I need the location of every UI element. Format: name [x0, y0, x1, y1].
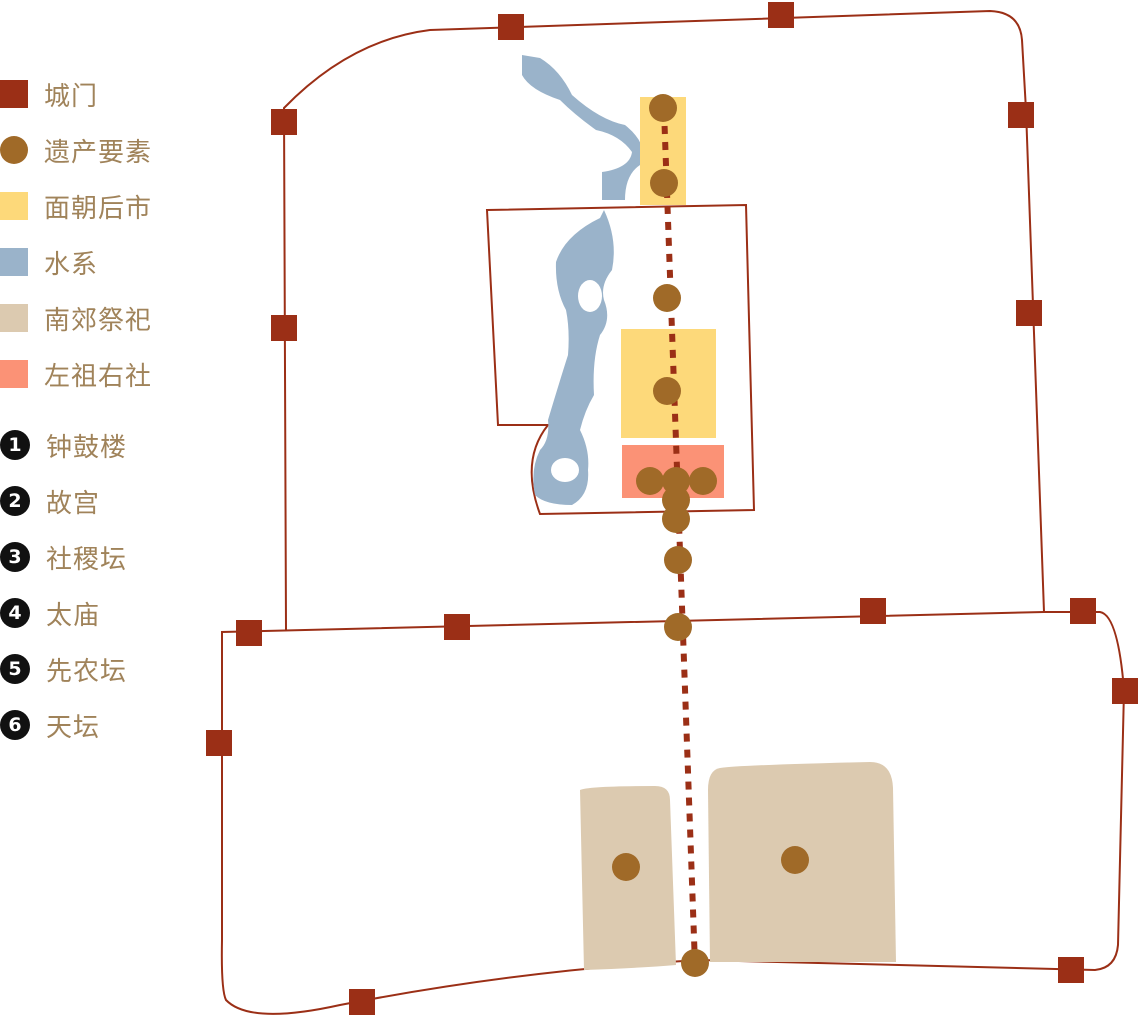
gate-marker [768, 2, 794, 28]
legend-item-heritage: 遗产要素 [0, 133, 153, 168]
site-label: 钟鼓楼 [46, 432, 128, 463]
gate-swatch [0, 80, 28, 108]
heritage-marker [636, 467, 664, 495]
gate-marker [444, 614, 470, 640]
gate-marker [498, 14, 524, 40]
water-system [522, 55, 643, 505]
gate-marker [1016, 300, 1042, 326]
gate-marker [236, 620, 262, 646]
site-item: 4 太庙 [0, 596, 101, 631]
heritage-marker [689, 467, 717, 495]
heritage-marker [612, 853, 640, 881]
legend-label: 城门 [44, 81, 99, 112]
site-label: 社稷坛 [46, 544, 128, 575]
legend-label: 左祖右社 [44, 361, 153, 392]
city-gates [206, 2, 1138, 1015]
site-item: 3 社稷坛 [0, 540, 128, 575]
site-number-badge: 6 [0, 710, 30, 740]
legend-item-gate: 城门 [0, 77, 99, 112]
legend-label: 南郊祭祀 [44, 305, 153, 336]
site-number-badge: 5 [0, 654, 30, 684]
heritage-marker [662, 505, 690, 533]
water-swatch [0, 248, 28, 276]
legend-item-ancestral: 左祖右社 [0, 357, 153, 392]
gate-marker [349, 989, 375, 1015]
inner-city-wall [282, 9, 1045, 631]
site-label: 先农坛 [46, 656, 128, 687]
site-label: 故宫 [46, 488, 101, 519]
heritage-marker [664, 546, 692, 574]
heritage-marker [649, 94, 677, 122]
gate-marker [860, 598, 886, 624]
heritage-swatch [0, 136, 28, 164]
heritage-marker [653, 284, 681, 312]
ancestral-swatch [0, 360, 28, 388]
market-swatch [0, 192, 28, 220]
legend-item-altar: 南郊祭祀 [0, 301, 153, 336]
gate-marker [1008, 102, 1034, 128]
gate-marker [1112, 678, 1138, 704]
site-number-badge: 1 [0, 430, 30, 460]
site-item: 1 钟鼓楼 [0, 428, 128, 463]
heritage-marker [781, 846, 809, 874]
gate-marker [1070, 598, 1096, 624]
heritage-marker [653, 377, 681, 405]
site-label: 天坛 [46, 712, 101, 743]
heritage-marker [681, 949, 709, 977]
gate-marker [1058, 957, 1084, 983]
site-number-badge: 3 [0, 542, 30, 572]
heritage-elements [612, 94, 809, 977]
site-item: 2 故宫 [0, 484, 101, 519]
gate-marker [271, 315, 297, 341]
legend-label: 面朝后市 [44, 193, 153, 224]
heritage-marker [664, 613, 692, 641]
site-number-badge: 4 [0, 598, 30, 628]
gate-marker [206, 730, 232, 756]
legend-label: 水系 [44, 249, 99, 280]
site-number-badge: 2 [0, 486, 30, 516]
site-label: 太庙 [46, 600, 101, 631]
legend-item-market: 面朝后市 [0, 189, 153, 224]
site-item: 6 天坛 [0, 708, 101, 743]
site-item: 5 先农坛 [0, 652, 128, 687]
imperial-city-wall [485, 203, 756, 516]
altar-swatch [0, 304, 28, 332]
legend-label: 遗产要素 [44, 137, 153, 168]
heritage-marker [650, 169, 678, 197]
gate-marker [271, 109, 297, 135]
legend-item-water: 水系 [0, 245, 99, 280]
